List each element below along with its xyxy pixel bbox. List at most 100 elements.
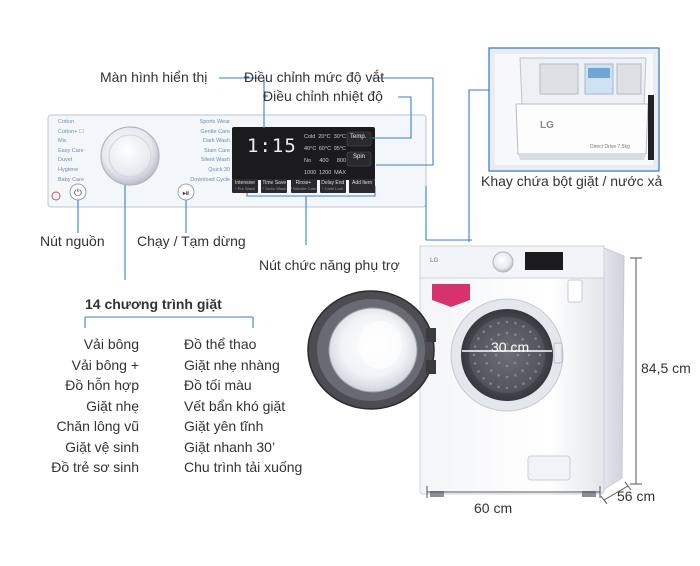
drum-hole [529, 330, 532, 334]
drum-hole [485, 362, 489, 365]
option-button-label: Rinse+ [295, 180, 312, 186]
option-button[interactable]: Add Item [349, 179, 375, 193]
play-pause-icon: ⏯ [182, 188, 189, 198]
option-button-sublabel: * Wrinkle Care [290, 186, 317, 191]
dial-program-label: Silent Wash [200, 157, 230, 164]
drum-hole [537, 362, 541, 365]
drum-hole [521, 369, 524, 372]
program-item: Giặt nhẹ nhàng [184, 356, 280, 373]
program-item: Đồ thể thao [184, 336, 257, 352]
spin-button[interactable] [346, 151, 372, 167]
dial-program-label: Gentle Care [200, 128, 230, 135]
dial-program-label: Download Cycle [190, 176, 230, 183]
label-start-pause: Chạy / Tạm dừng [137, 233, 246, 249]
drum-hole [514, 333, 517, 337]
dim-width: 60 cm [474, 500, 513, 516]
program-dial[interactable] [100, 126, 160, 186]
temp-value: 95°C [333, 146, 346, 152]
label-temp-adjust: Điều chỉnh nhiệt độ [263, 88, 383, 104]
drum-hole [483, 353, 487, 357]
program-item: Đồ hỗn hợp [65, 377, 139, 393]
drum-hole [513, 345, 517, 349]
temp-label: Temp. [350, 134, 367, 140]
spin-value: 800 [336, 158, 346, 164]
temp-button[interactable] [346, 131, 372, 147]
drum-hole [490, 369, 493, 372]
dial-program-label: Sports Wear [199, 119, 230, 125]
dial-program-label: Quick 30 [208, 166, 230, 173]
dial-program-label: Stain Care [204, 147, 230, 154]
drum-hole [477, 337, 480, 340]
drum-hole [497, 345, 501, 349]
drum-hole [497, 374, 500, 377]
spin-value: 400 [319, 158, 329, 164]
washer-brand: LG [430, 258, 439, 264]
dim-depth: 56 cm [617, 488, 656, 504]
program-item: Chu trình tải xuống [184, 459, 303, 475]
dial-program-label: Duvet [58, 157, 73, 164]
dial-program-label: Easy Care [58, 147, 84, 154]
tray-model-text: Direct Drive 7.5kg [590, 144, 630, 150]
drum-hole [473, 345, 477, 348]
tray-brand: LG [540, 120, 554, 131]
drum-hole [489, 325, 492, 328]
drum-hole [505, 331, 509, 335]
lcd-digits: 1:15 [247, 135, 297, 157]
option-button-label: Add Item [351, 180, 372, 186]
option-button-sublabel: * Child Lock [322, 186, 344, 191]
drum-hole [526, 362, 529, 365]
drum-hole [472, 353, 476, 357]
option-button[interactable]: Delay End* Child Lock [319, 179, 346, 193]
option-button[interactable]: Time Save* Turbo Wash [261, 179, 288, 193]
callout-lines [77, 77, 489, 328]
spin-value: No [304, 158, 312, 164]
dial-program-label: Mix [58, 138, 67, 145]
dim-height: 84,5 cm [641, 360, 691, 376]
drum-hole [485, 345, 489, 348]
drum-hole [482, 377, 486, 380]
drum-hole [534, 337, 537, 340]
drum-hole [505, 364, 509, 368]
spin-value: MAX [334, 170, 346, 176]
drum-hole [497, 333, 500, 337]
dial-program-label: Baby Care [58, 176, 84, 183]
program-item: Vải bông [83, 336, 139, 352]
program-item: Vải bông + [71, 356, 139, 373]
drum-hole [522, 382, 525, 385]
spin-value: 1200 [319, 170, 332, 176]
option-button-label: Intensive [234, 180, 255, 186]
drum-hole [505, 386, 509, 390]
drum-hole [482, 330, 486, 334]
dim-door: 30 cm [491, 339, 530, 355]
washing-machine [419, 245, 625, 497]
drum-hole [514, 321, 517, 325]
temp-value: 20°C [318, 134, 331, 140]
spin-value: 1000 [304, 170, 317, 176]
drum-hole [537, 345, 541, 348]
drum-hole [497, 385, 500, 389]
drum-hole [505, 320, 509, 324]
spin-label: Spin [353, 154, 366, 160]
drum-hole [522, 325, 525, 328]
program-item: Giặt nhanh 30’ [184, 438, 276, 455]
option-button[interactable]: Intensive* Pre Wash [232, 179, 258, 193]
dial-program-label: Cotton [58, 119, 75, 125]
temp-value: 40°C [304, 146, 317, 152]
program-item: Đồ tối màu [184, 377, 252, 393]
label-detergent-tray: Khay chứa bột giặt / nước xả [481, 173, 663, 189]
option-button-sublabel: * Turbo Wash [262, 186, 287, 191]
label-level-adjust: Điều chỉnh mức độ vắt [244, 69, 385, 85]
drum-hole [516, 353, 520, 357]
drum-hole [490, 338, 493, 341]
option-button[interactable]: Rinse+* Wrinkle Care [290, 179, 317, 193]
drum-hole [527, 353, 531, 357]
detergent-tray-photo [488, 47, 660, 172]
drum-hole [473, 362, 477, 365]
drum-hole [497, 321, 500, 325]
drum-hole [514, 374, 517, 377]
